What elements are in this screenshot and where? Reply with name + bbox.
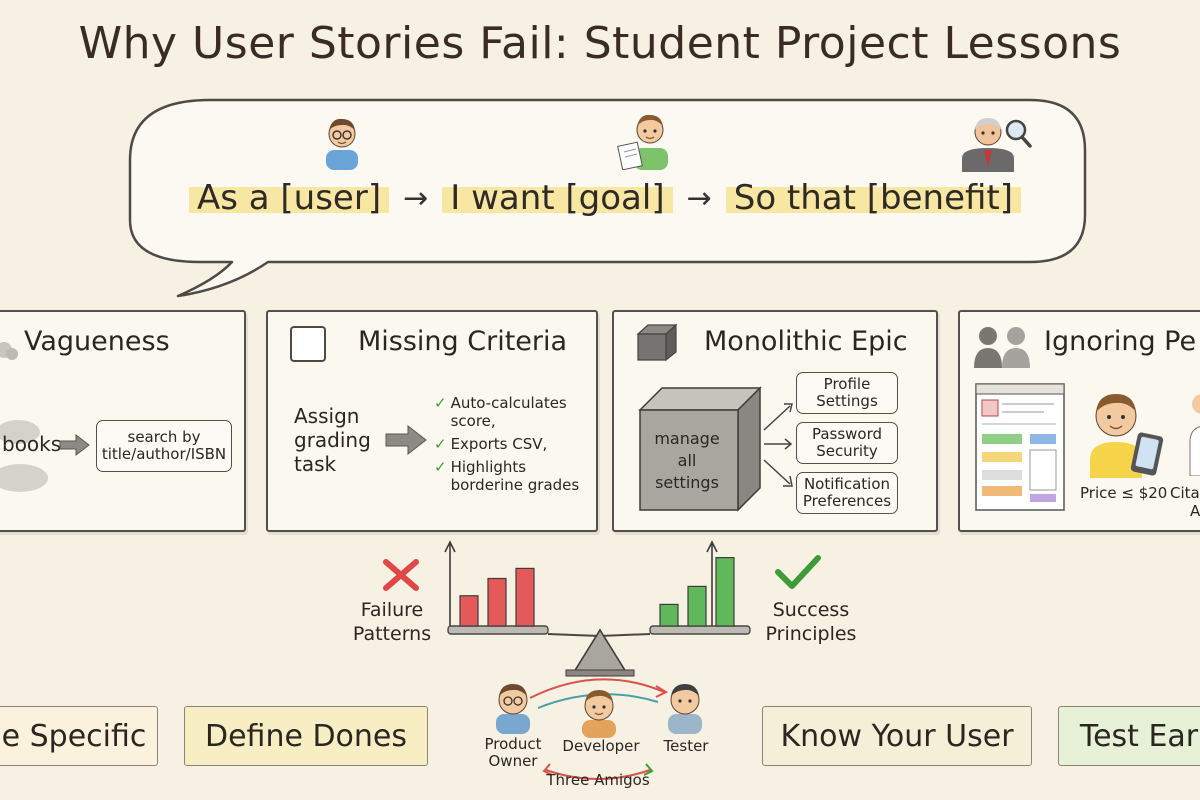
success-pan	[649, 625, 751, 635]
story-text: Password Security	[811, 425, 883, 460]
specific-story-text: search by title/author/ISBN	[101, 428, 227, 463]
tape-text: Know Your User	[780, 718, 1014, 754]
three-amigos-diagram	[496, 678, 702, 780]
success-bar-2	[687, 585, 707, 627]
arrow-icon: →	[686, 180, 712, 216]
failure-patterns-label: Failure Patterns	[352, 599, 432, 645]
criteria-item: ✓Auto-calculates score,	[434, 394, 594, 430]
fulcrum-base	[565, 669, 635, 677]
vagueness-title: Vagueness	[24, 326, 170, 357]
story-text: Notification Preferences	[802, 475, 892, 510]
user-avatar-icon	[326, 118, 358, 170]
persona-cut-label-2: A	[1190, 502, 1200, 520]
success-axis-arrow-icon	[706, 540, 718, 553]
green-check-icon	[775, 555, 821, 589]
cube-icon	[636, 323, 678, 362]
task-story-text: Assign grading task	[294, 404, 371, 476]
tape-text: Test Ear	[1079, 718, 1199, 754]
epic-text: manage all settings	[654, 429, 720, 492]
second-persona-icon	[1189, 394, 1200, 476]
monolithic-epic-title: Monolithic Epic	[704, 326, 908, 357]
balance-scale	[444, 540, 751, 677]
template-benefit: So that [benefit]	[725, 178, 1022, 218]
three-amigos-caption: Three Amigos	[546, 771, 650, 789]
success-principles-label: Success Principles	[765, 599, 857, 645]
amigo-arrow-red	[529, 678, 665, 699]
specific-story-box: search by title/author/ISBN	[96, 420, 232, 472]
success-bar-3	[715, 557, 735, 627]
story-profile-settings: Profile Settings	[796, 372, 898, 414]
failure-bar-1	[459, 595, 479, 627]
tape-be-specific: e Specific	[0, 706, 158, 766]
missing-criteria-title: Missing Criteria	[358, 326, 568, 357]
developer-label: Developer	[562, 737, 640, 755]
check-icon: ✓	[434, 458, 447, 476]
split-arrows-icon	[763, 403, 793, 487]
tester-label: Tester	[663, 737, 709, 755]
wireframe-document-icon	[975, 383, 1065, 511]
criteria-text: Auto-calculates score,	[450, 394, 567, 430]
red-x-icon	[383, 559, 419, 591]
cloud-icon	[0, 342, 18, 360]
criteria-text: Highlights borderine grades	[450, 458, 580, 494]
criteria-text: Exports CSV,	[450, 435, 548, 453]
template-goal: I want [goal]	[442, 178, 673, 218]
vagueness-panel: Vagueness books search by title/author/I…	[0, 310, 246, 532]
ignoring-personas-panel: Ignoring Pe Price ≤ $20 Citat A	[958, 310, 1200, 532]
tape-know-your-user: Know Your User	[762, 706, 1032, 766]
vague-story-text: books	[2, 432, 62, 456]
amigo-arrow-bottom	[545, 769, 651, 780]
failure-axis-arrow-icon	[444, 540, 456, 553]
arrow-right-icon	[59, 433, 90, 457]
developer-avatar-icon	[582, 690, 616, 738]
check-icon: ✓	[434, 394, 447, 412]
student-with-notepad-icon	[617, 114, 668, 170]
arrow-icon: →	[403, 180, 429, 216]
user-story-template: As a [user] → I want [goal] → So that [b…	[150, 172, 1060, 224]
tape-define-dones: Define Dones	[184, 706, 428, 766]
tape-test-early: Test Ear	[1058, 706, 1200, 766]
failure-bar-3	[515, 567, 535, 627]
success-bar-1	[659, 603, 679, 627]
reviewer-with-magnifier-icon	[962, 118, 1032, 172]
arrow-right-icon	[385, 424, 427, 456]
check-icon: ✓	[434, 435, 447, 453]
persona-cut-label: Citat	[1170, 484, 1200, 502]
acceptance-criteria-list: ✓Auto-calculates score, ✓Exports CSV, ✓H…	[434, 394, 594, 494]
ignoring-personas-title: Ignoring Pe	[1044, 326, 1197, 357]
beam-right	[599, 633, 651, 637]
tester-avatar-icon	[668, 684, 702, 734]
criteria-item: ✓Exports CSV,	[434, 435, 594, 453]
persona-price-label: Price ≤ $20	[1080, 484, 1168, 502]
failure-bar-2	[487, 577, 507, 627]
story-text: Profile Settings	[816, 375, 878, 410]
fog-cloud-icon	[0, 420, 48, 492]
tape-text: Define Dones	[204, 718, 408, 754]
story-password-security: Password Security	[796, 422, 898, 464]
people-silhouette-icon	[974, 327, 1030, 368]
template-user: As a [user]	[188, 178, 390, 218]
arrow-head-icon	[643, 763, 654, 776]
story-notification-preferences: Notification Preferences	[796, 472, 898, 514]
monolithic-epic-panel: Monolithic Epic manage all settings Prof…	[612, 310, 938, 532]
arrow-head-icon	[655, 685, 669, 698]
missing-criteria-panel: Missing Criteria Assign grading task ✓Au…	[266, 310, 598, 532]
failure-pan	[447, 625, 549, 635]
page-title: Why User Stories Fail: Student Project L…	[78, 18, 1122, 69]
product-owner-avatar-icon	[496, 684, 530, 734]
persona-with-phone-icon	[1090, 394, 1164, 478]
beam-left	[547, 633, 601, 637]
big-cube-icon	[638, 386, 762, 512]
tape-text: e Specific	[1, 718, 147, 754]
arrow-head-icon	[542, 763, 553, 776]
checkbox-icon	[290, 326, 326, 362]
product-owner-label: Product Owner	[484, 735, 542, 770]
criteria-item: ✓Highlights borderine grades	[434, 458, 594, 494]
